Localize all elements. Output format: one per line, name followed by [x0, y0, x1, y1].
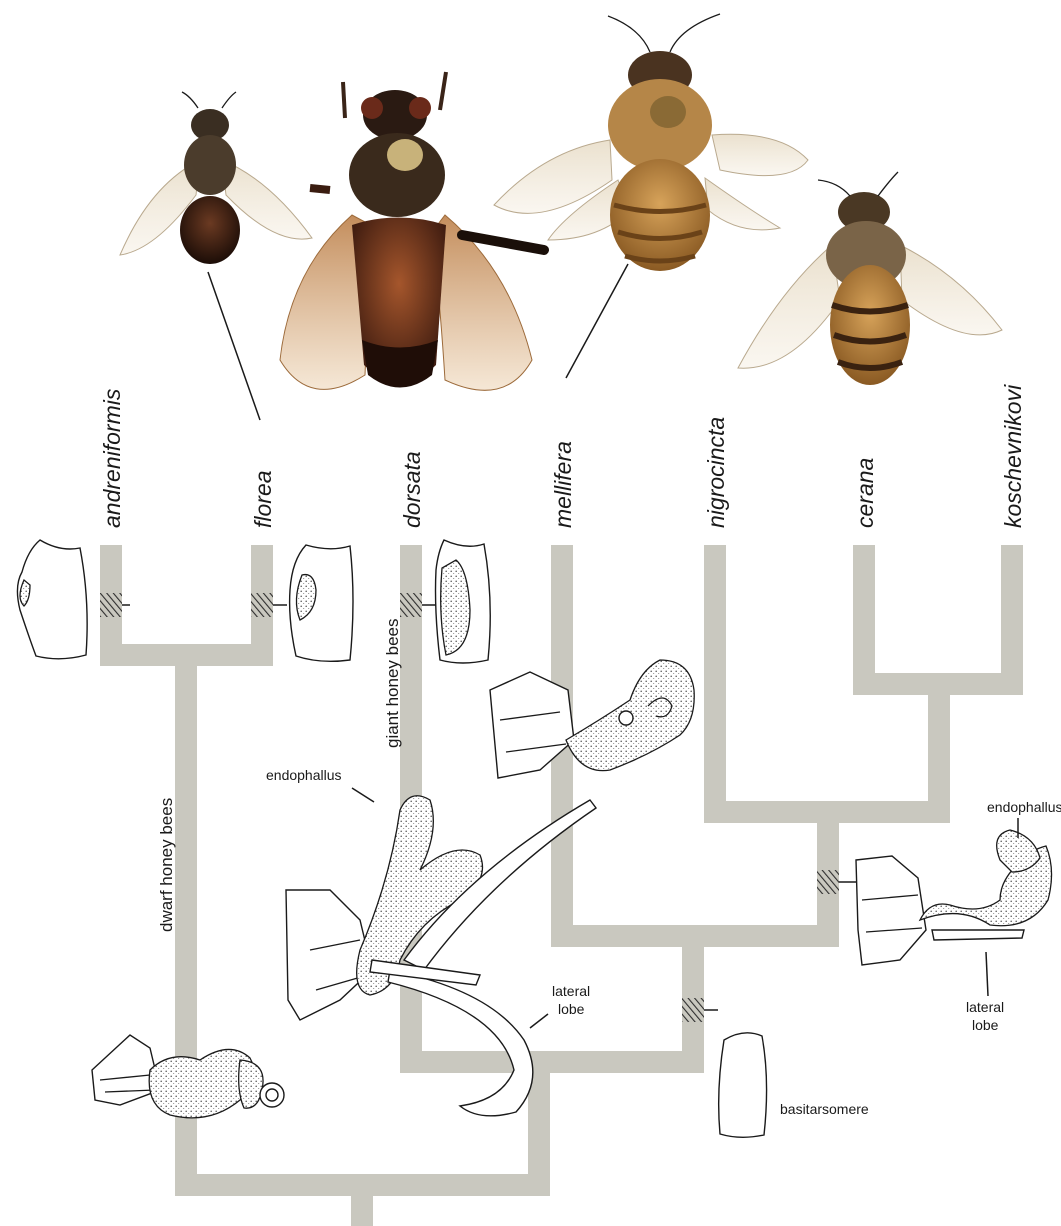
bee-cerana-photo	[738, 172, 1002, 385]
taxon-label-andreniformis: andreniformis	[99, 388, 125, 528]
basitarsomere-label: basitarsomere	[780, 1101, 869, 1117]
annotation-endophallus-left: endophallus	[266, 767, 342, 783]
annotation-lateral-lobe-right-line2: lobe	[972, 1017, 999, 1033]
basitarsomere-mellifera-clade	[719, 1033, 767, 1137]
taxon-label-mellifera: mellifera	[550, 441, 576, 528]
bee-florea-photo	[120, 92, 312, 420]
taxon-labels: andreniformis florea dorsata mellifera n…	[99, 384, 1026, 528]
hatch-mark-mellifera-clade	[682, 998, 704, 1022]
basitarsomere-dorsata	[436, 540, 491, 663]
taxon-label-dorsata: dorsata	[399, 451, 425, 528]
annotation-endophallus-right: endophallus	[987, 799, 1061, 815]
genitalia-cavity	[856, 830, 1052, 965]
taxon-label-koschevnikovi: koschevnikovi	[1000, 384, 1026, 528]
hatch-mark-cavity	[817, 870, 839, 894]
genitalia-mellifera	[490, 660, 694, 778]
hatch-mark-florea	[251, 593, 273, 617]
bee-dorsata-photo	[280, 72, 544, 390]
taxon-label-cerana: cerana	[852, 458, 878, 528]
annotation-lateral-lobe-left-line2: lobe	[558, 1001, 585, 1017]
basitarsomere-florea	[290, 545, 353, 661]
bee-mellifera-photo	[494, 14, 808, 378]
annotation-lateral-lobe-right-line1: lateral	[966, 999, 1004, 1015]
hatch-mark-dorsata	[400, 593, 422, 617]
annotation-lateral-lobe-left-line1: lateral	[552, 983, 590, 999]
group-label-giant: giant honey bees	[383, 619, 402, 749]
basitarsomere-andreniformis	[17, 540, 87, 659]
taxon-label-florea: florea	[250, 470, 276, 528]
group-label-dwarf: dwarf honey bees	[157, 798, 176, 932]
taxon-label-nigrocincta: nigrocincta	[703, 417, 729, 528]
hatch-mark-andreniformis	[100, 593, 122, 617]
